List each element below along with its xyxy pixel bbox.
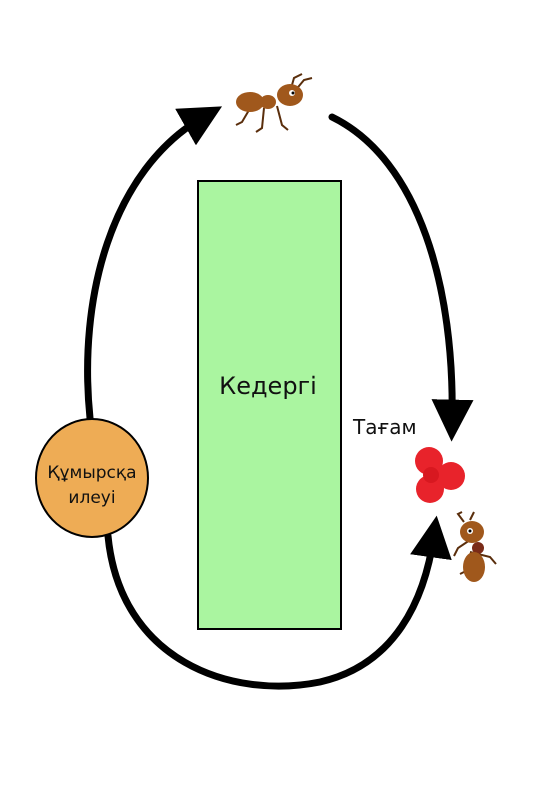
- ant-nest: [35, 418, 149, 538]
- ant-top-icon: [235, 73, 313, 133]
- food-label: Тағам: [352, 415, 417, 439]
- ant-bottom-icon: [453, 511, 497, 582]
- nest-label-line1: Құмырсқа: [47, 463, 136, 483]
- food-icon: [415, 447, 465, 503]
- obstacle-label: Кедергі: [219, 372, 317, 400]
- nest-label-line2: илеуі: [68, 488, 115, 508]
- arrow-nest-to-top: [84, 106, 223, 422]
- arrow-top-to-food: [328, 113, 474, 442]
- obstacle-box: [197, 180, 342, 630]
- arrow-nest-to-food-bottom: [104, 515, 452, 690]
